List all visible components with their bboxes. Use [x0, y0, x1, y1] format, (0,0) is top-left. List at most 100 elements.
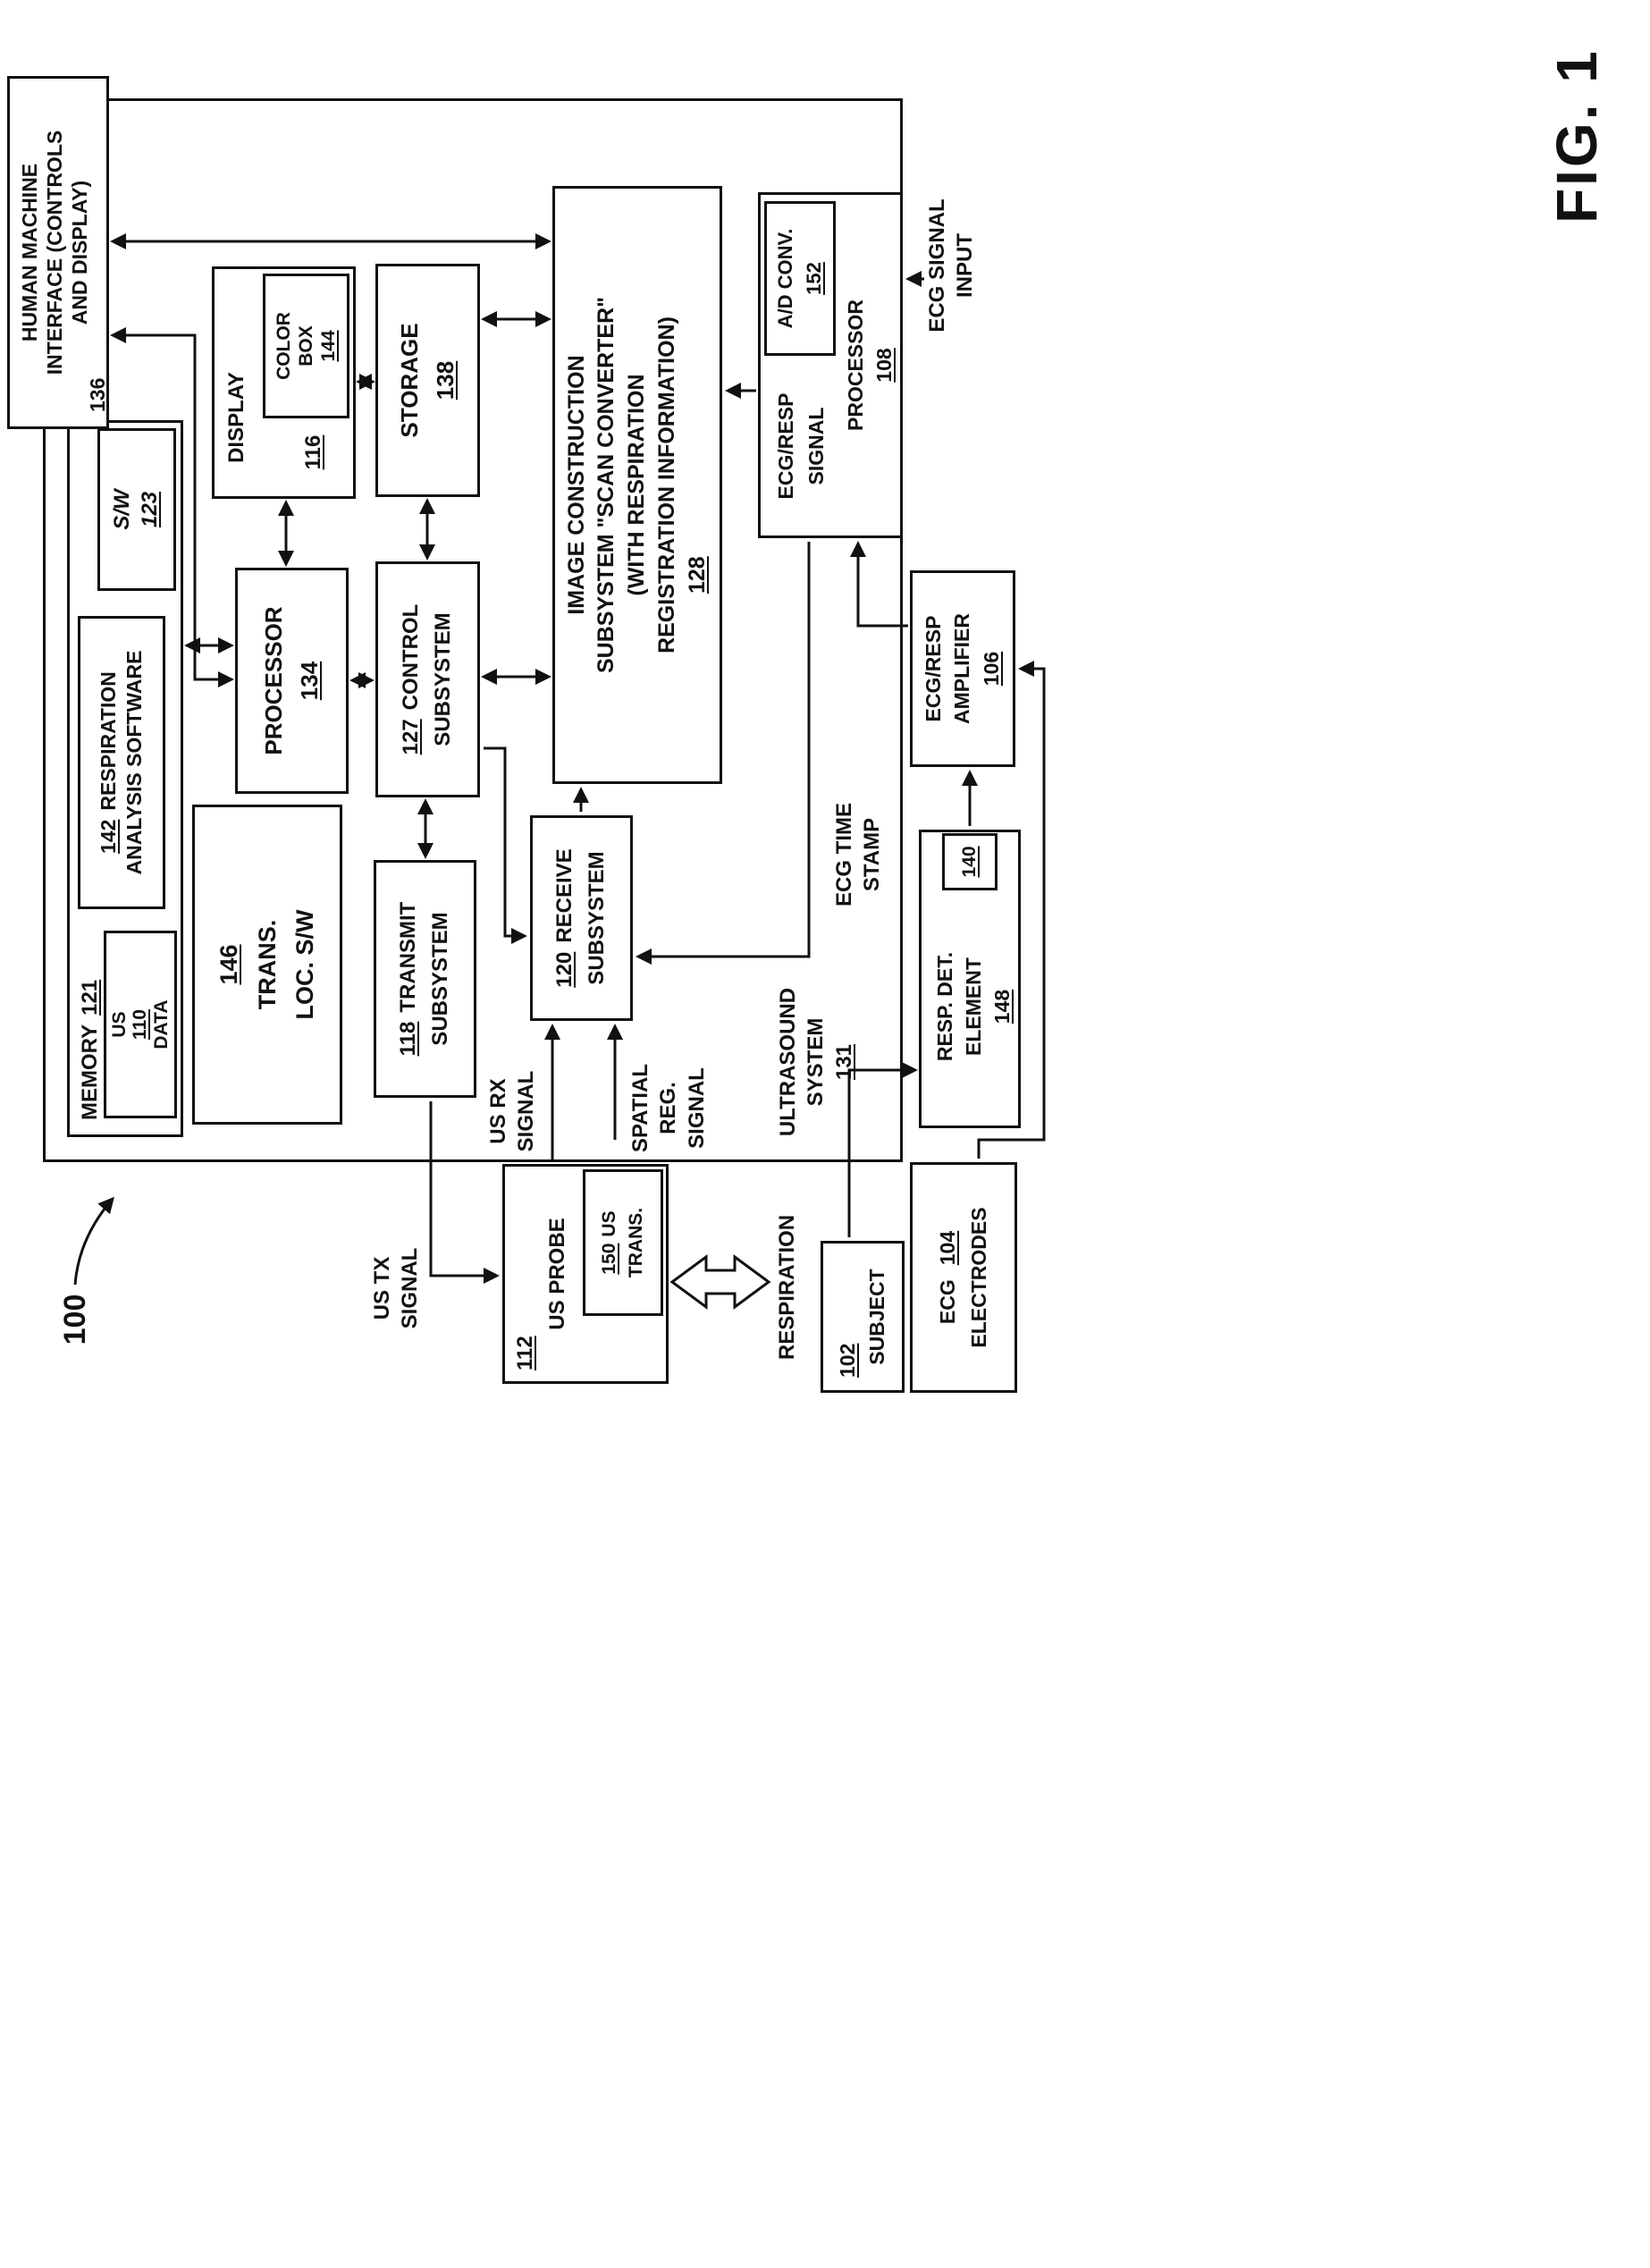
- imgcon-line3: (WITH RESPIRATION: [624, 374, 650, 596]
- sw-line1: S/W: [110, 489, 135, 530]
- probe-label: US PROBE: [545, 1218, 569, 1330]
- storage-label: STORAGE: [396, 323, 424, 438]
- subject-box: 102 SUBJECT: [821, 1241, 905, 1393]
- storage-box: STORAGE 138: [375, 264, 480, 497]
- fig1-text: FIG. 1: [1545, 48, 1610, 223]
- trans-loc-ref: 146: [215, 944, 243, 985]
- ecgproc-line1: ECG/RESP: [774, 392, 797, 500]
- resp-det-inner-box: 140: [942, 833, 998, 890]
- us-data-line2: DATA: [150, 999, 172, 1050]
- figure-label: FIG. 1: [1537, 6, 1618, 266]
- amplifier-line2: AMPLIFIER: [950, 613, 974, 724]
- control-subsystem-box: 127 CONTROL SUBSYSTEM: [375, 561, 480, 797]
- resp-det-element-box: RESP. DET. ELEMENT 148 140: [919, 830, 1021, 1128]
- color-box-ref: 144: [318, 330, 340, 362]
- ecg-electrodes-box: ECG 104 ELECTRODES: [910, 1162, 1017, 1393]
- receive-subsystem-box: 120 RECEIVE SUBSYSTEM: [530, 815, 633, 1021]
- color-box: COLOR BOX 144: [263, 274, 349, 418]
- resp-sw-line1: RESPIRATION: [96, 671, 120, 811]
- respiration-analysis-software-box: 142 RESPIRATION ANALYSIS SOFTWARE: [78, 616, 165, 909]
- time-stamp-line1: ECG TIME: [831, 803, 856, 907]
- memory-title: MEMORY: [78, 1024, 102, 1120]
- transmit-ref: 118: [396, 1021, 421, 1057]
- us-system-ref: 131: [831, 1043, 856, 1081]
- hmi-line3: AND DISPLAY): [68, 180, 91, 325]
- transmit-line1: TRANSMIT: [396, 901, 421, 1013]
- subject-ref: 102: [835, 1343, 859, 1378]
- control-ref: 127: [399, 719, 424, 755]
- ad-converter-box: A/D CONV. 152: [764, 201, 836, 356]
- receive-line2: SUBSYSTEM: [585, 851, 609, 985]
- us-trans-line2: TRANS.: [625, 1207, 646, 1278]
- spatial-line1: SPATIAL: [628, 1063, 653, 1153]
- resp-det-ref: 148: [990, 989, 1014, 1024]
- processor-box: PROCESSOR 134: [235, 568, 349, 794]
- system-reference-number: 100: [55, 1281, 95, 1358]
- rx-line1: US RX: [485, 1078, 510, 1144]
- ecg-input-line1: ECG SIGNAL: [924, 198, 949, 333]
- electrodes-line1: ECG: [935, 1279, 959, 1325]
- display-label: DISPLAY: [224, 372, 248, 463]
- ecgproc-line2: SIGNAL: [804, 407, 828, 485]
- us-trans-ref: 150: [598, 1243, 619, 1275]
- human-machine-interface-box: HUMAN MACHINE INTERFACE (CONTROLS AND DI…: [7, 76, 109, 429]
- resp-sw-line2: ANALYSIS SOFTWARE: [122, 650, 146, 875]
- resp-sw-ref: 142: [96, 819, 120, 854]
- color-box-line2: BOX: [295, 325, 316, 367]
- ecg-input-line2: INPUT: [953, 233, 977, 298]
- resp-det-line1: RESP. DET.: [933, 951, 956, 1062]
- rx-line2: SIGNAL: [514, 1070, 538, 1152]
- time-stamp-line2: STAMP: [860, 817, 884, 892]
- spatial-reg-signal-label: SPATIAL REG. SIGNAL: [622, 1021, 715, 1195]
- us-trans-line1: US: [598, 1210, 619, 1237]
- us-system-line2: SYSTEM: [804, 1017, 829, 1107]
- ecg-time-stamp-label: ECG TIME STAMP: [826, 755, 890, 955]
- adc-label: A/D CONV.: [774, 228, 797, 329]
- probe-subject-double-arrow: [669, 1254, 771, 1310]
- electrodes-ref: 104: [935, 1230, 959, 1266]
- hmi-line2: INTERFACE (CONTROLS: [43, 130, 66, 375]
- control-line1: CONTROL: [399, 603, 424, 711]
- resp-det-inner-ref: 140: [958, 846, 980, 878]
- tx-line1: US TX: [369, 1256, 394, 1320]
- us-rx-signal-label: US RX SIGNAL: [483, 1034, 542, 1188]
- trans-loc-sw-box: 146 TRANS. LOC. S/W: [192, 805, 342, 1125]
- sw-ref: 123: [138, 491, 162, 528]
- memory-ref: 121: [78, 979, 102, 1016]
- tx-line2: SIGNAL: [398, 1247, 422, 1329]
- us-data-box: US 110 DATA: [104, 931, 177, 1118]
- trans-loc-line1: TRANS.: [253, 919, 281, 1010]
- ecg-signal-input-label: ECG SIGNAL INPUT: [917, 181, 985, 350]
- electrodes-line2: ELECTRODES: [967, 1207, 990, 1348]
- transmit-line2: SUBSYSTEM: [428, 912, 452, 1046]
- image-construction-subsystem-box: IMAGE CONSTRUCTION SUBSYSTEM "SCAN CONVE…: [552, 186, 722, 784]
- lead-line-100-arrow: [73, 1196, 114, 1286]
- memory-label: MEMORY 121: [77, 980, 105, 1120]
- imgcon-line4: REGISTRATION INFORMATION): [653, 316, 679, 653]
- respiration-text: RESPIRATION: [775, 1214, 800, 1361]
- us-data-line1: US: [108, 1011, 130, 1038]
- display-ref: 116: [301, 434, 325, 470]
- ecg-resp-amplifier-box: ECG/RESP AMPLIFIER 106: [910, 570, 1015, 767]
- spatial-line2: REG.: [656, 1082, 681, 1134]
- hmi-ref: 136: [86, 377, 109, 412]
- ecg-resp-signal-processor-box: ECG/RESP SIGNAL PROCESSOR 108 A/D CONV. …: [758, 192, 903, 538]
- processor-label: PROCESSOR: [260, 606, 288, 755]
- imgcon-line2: SUBSYSTEM "SCAN CONVERTER": [593, 297, 619, 673]
- probe-ref: 112: [513, 1336, 537, 1370]
- ref-100-text: 100: [57, 1294, 92, 1345]
- memory-box: MEMORY 121 US 110 DATA 142 RESPIRATION A…: [67, 420, 183, 1137]
- receive-line1: RECEIVE: [552, 848, 577, 943]
- us-system-line1: ULTRASOUND: [776, 987, 801, 1137]
- control-line2: SUBSYSTEM: [431, 612, 455, 746]
- storage-ref: 138: [431, 360, 459, 400]
- us-tx-signal-label: US TX SIGNAL: [366, 1193, 425, 1383]
- imgcon-line1: IMAGE CONSTRUCTION: [563, 355, 589, 615]
- us-probe-box: 112 US PROBE 150 US TRANS.: [502, 1164, 669, 1384]
- subject-label: SUBJECT: [865, 1269, 888, 1365]
- receive-ref: 120: [552, 951, 577, 988]
- processor-ref: 134: [295, 661, 323, 701]
- ecgproc-ref: 108: [872, 348, 896, 383]
